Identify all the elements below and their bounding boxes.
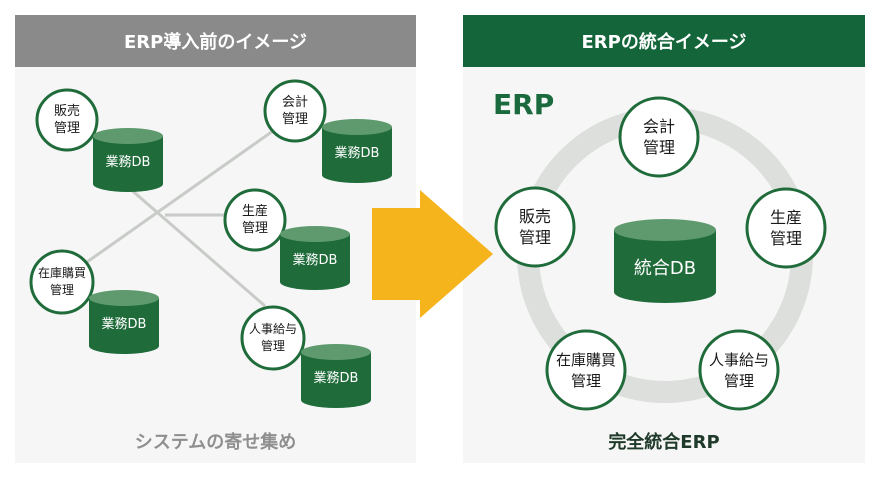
svg-text:生産: 生産 — [770, 208, 802, 227]
svg-text:管理: 管理 — [54, 121, 80, 136]
svg-text:管理: 管理 — [770, 229, 802, 248]
right-module-inventory: 在庫購買 管理 — [545, 329, 627, 411]
svg-text:管理: 管理 — [50, 282, 74, 297]
svg-text:在庫購買: 在庫購買 — [38, 266, 86, 280]
right-module-sales: 販売 管理 — [494, 186, 576, 268]
svg-text:管理: 管理 — [571, 372, 601, 390]
svg-text:管理: 管理 — [519, 228, 551, 247]
svg-text:管理: 管理 — [643, 138, 675, 157]
svg-text:会計: 会計 — [643, 117, 675, 136]
right-module-accounting: 会計 管理 — [618, 96, 700, 178]
svg-text:統合DB: 統合DB — [634, 258, 696, 279]
svg-text:管理: 管理 — [724, 372, 754, 390]
svg-text:会計: 会計 — [282, 94, 308, 110]
left-db-hr: 業務DB — [301, 344, 371, 408]
svg-text:業務DB: 業務DB — [335, 145, 380, 161]
svg-text:在庫購買: 在庫購買 — [556, 351, 616, 369]
left-db-inventory: 業務DB — [89, 290, 159, 354]
svg-text:業務DB: 業務DB — [314, 370, 359, 386]
svg-text:販売: 販売 — [54, 103, 80, 119]
svg-text:販売: 販売 — [519, 207, 551, 226]
transition-arrow — [372, 190, 493, 318]
svg-text:生産: 生産 — [242, 203, 268, 219]
svg-text:業務DB: 業務DB — [106, 154, 151, 170]
svg-text:管理: 管理 — [261, 338, 285, 353]
left-module-accounting: 会計 管理 — [263, 79, 327, 143]
central-db: 統合DB — [614, 219, 716, 303]
left-db-accounting: 業務DB — [322, 119, 392, 183]
before-erp-caption: システムの寄せ集め — [134, 432, 297, 453]
erp-integration-header: ERPの統合イメージ — [463, 15, 865, 67]
right-module-hr: 人事給与 管理 — [698, 329, 780, 411]
left-module-hr: 人事給与 管理 — [240, 305, 306, 371]
erp-integration-caption: 完全統合ERP — [608, 432, 720, 453]
before-erp-header: ERP導入前のイメージ — [15, 15, 416, 67]
right-module-production: 生産 管理 — [745, 187, 827, 269]
svg-text:管理: 管理 — [282, 112, 308, 127]
left-db-production: 業務DB — [280, 226, 350, 290]
svg-text:管理: 管理 — [242, 221, 268, 236]
left-module-inventory: 在庫購買 管理 — [29, 249, 95, 315]
left-db-sales: 業務DB — [93, 128, 163, 192]
left-module-sales: 販売 管理 — [35, 88, 99, 152]
svg-text:業務DB: 業務DB — [293, 252, 338, 268]
left-module-production: 生産 管理 — [223, 188, 287, 252]
erp-label: ERP — [493, 88, 555, 121]
svg-text:人事給与: 人事給与 — [709, 351, 769, 369]
svg-text:業務DB: 業務DB — [102, 316, 147, 332]
svg-text:人事給与: 人事給与 — [249, 322, 297, 336]
